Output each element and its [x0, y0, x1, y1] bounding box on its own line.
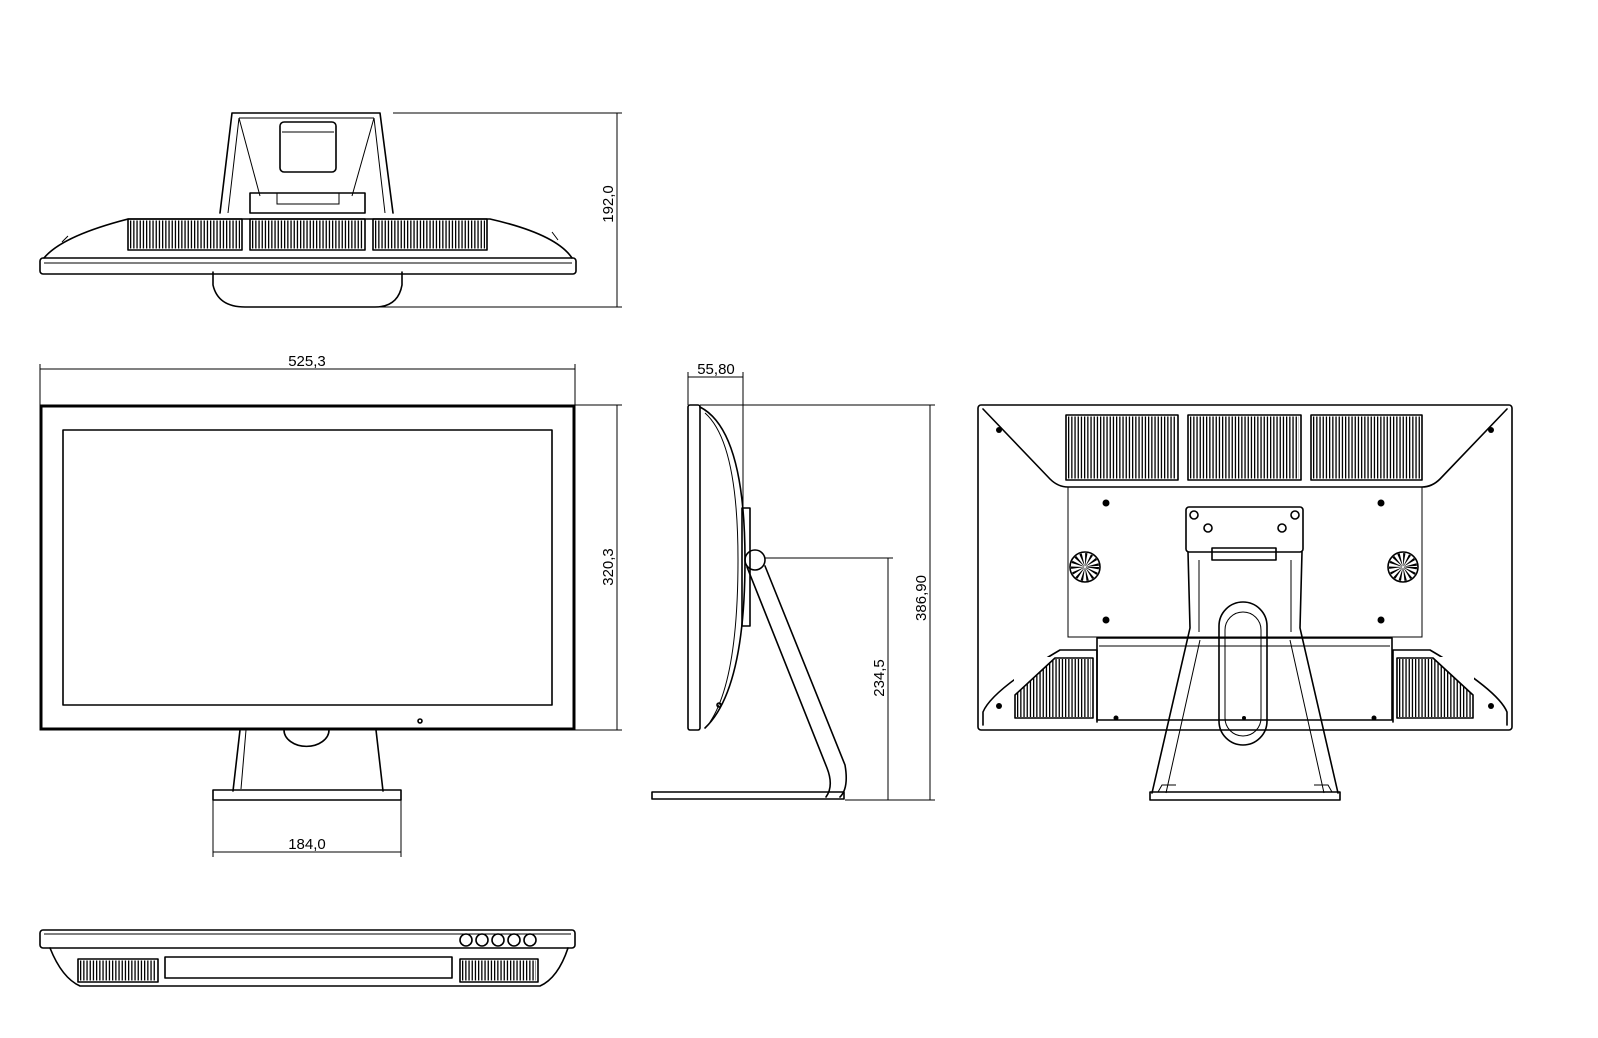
stand-hinge-block — [1211, 547, 1277, 561]
base-width-dimension: 184,0 — [212, 800, 402, 857]
corner-screw — [996, 703, 1002, 709]
thickness-dimension-label: 55,80 — [697, 361, 735, 378]
vesa-mount-plate — [741, 507, 751, 627]
mount-plate — [249, 192, 366, 214]
bottom-view — [39, 929, 576, 987]
lower-right-shell — [1392, 649, 1508, 726]
stand-cable-cutout — [283, 729, 330, 748]
stand-neck-inner-lines — [227, 117, 386, 214]
panel-back-inner — [704, 412, 739, 723]
front-view — [39, 404, 576, 801]
width-dimension-label: 525,3 — [288, 353, 326, 370]
shell-edge-tab — [61, 231, 559, 243]
display-bezel — [39, 404, 576, 731]
back-housing-outline — [977, 404, 1513, 731]
lower-left-vent — [1014, 657, 1094, 719]
stand-neck-back-inner — [1165, 560, 1325, 794]
overall-height-dimension: 386,90 — [700, 404, 935, 801]
width-dimension: 525,3 — [39, 353, 576, 405]
stand-base-back — [1149, 791, 1341, 801]
front-bezel — [39, 257, 577, 275]
stand-cable-slot — [1218, 601, 1268, 746]
mount-screw — [1189, 510, 1199, 520]
bottom-cover-panel — [164, 956, 453, 979]
power-led — [417, 718, 423, 724]
speaker-grille-left-texture — [1071, 553, 1099, 581]
cover-screw — [1371, 715, 1377, 721]
hinge-block — [279, 121, 337, 173]
corner-screw — [1488, 703, 1494, 709]
speaker-grille-left — [1069, 551, 1101, 583]
stand-foot-outline — [212, 271, 403, 308]
height-dimension-label: 320,3 — [600, 548, 617, 586]
vent-left — [127, 218, 243, 251]
panel-screw — [716, 702, 722, 708]
stand-neck-back — [1151, 551, 1339, 794]
top-view — [39, 112, 577, 308]
panel-screw — [1377, 616, 1385, 624]
panel-screw — [1102, 616, 1110, 624]
depth-dimension-label: 192,0 — [600, 185, 617, 223]
mount-screw — [1277, 523, 1287, 533]
control-button — [523, 933, 537, 947]
control-button — [459, 933, 473, 947]
mount-screw — [1203, 523, 1213, 533]
back-shell-outline — [43, 218, 573, 259]
stand-arm — [746, 565, 847, 798]
mount-plate-inner — [276, 192, 340, 205]
stand-base-side — [651, 791, 845, 800]
pivot-height-dimension-label: 234,5 — [871, 659, 888, 697]
pivot-height-dimension: 234,5 — [765, 557, 893, 800]
back-vent-right — [1310, 414, 1423, 481]
bottom-vent-right — [459, 958, 539, 983]
stand-base-front — [212, 789, 402, 801]
stand-neck-front — [232, 729, 384, 792]
depth-dimension: 192,0 — [380, 112, 622, 308]
corner-screw — [1488, 427, 1494, 433]
overall-height-dimension-label: 386,90 — [913, 575, 930, 621]
lower-left-shell — [982, 649, 1098, 726]
display-screen — [62, 429, 553, 706]
cover-screw — [1113, 715, 1119, 721]
vent-center — [249, 218, 366, 251]
stand-neck-inner — [240, 729, 247, 790]
stand-base-feet — [1157, 784, 1333, 793]
bottom-bezel — [39, 929, 576, 949]
base-width-dimension-label: 184,0 — [288, 836, 326, 853]
lower-center-cover — [1096, 637, 1393, 721]
back-vent-center — [1187, 414, 1302, 481]
stand-mount-plate — [1185, 506, 1304, 553]
height-dimension: 320,3 — [575, 404, 622, 731]
speaker-grille-right — [1387, 551, 1419, 583]
tilt-hinge — [744, 549, 766, 571]
mount-screw — [1290, 510, 1300, 520]
bottom-vent-left — [77, 958, 159, 983]
control-button — [507, 933, 521, 947]
side-view — [651, 404, 847, 800]
stand-neck-outline — [219, 112, 394, 214]
stand-cable-slot-inner — [1224, 611, 1262, 737]
stand-screw — [1242, 716, 1246, 720]
bottom-shell-outline — [49, 947, 569, 987]
back-center-panel — [1067, 486, 1423, 638]
control-button — [475, 933, 489, 947]
corner-screw — [996, 427, 1002, 433]
panel-screw — [1377, 499, 1385, 507]
thickness-dimension: 55,80 — [687, 361, 744, 510]
back-vent-left — [1065, 414, 1179, 481]
lower-right-vent — [1396, 657, 1474, 719]
back-view — [977, 404, 1513, 801]
speaker-grille-right-texture — [1389, 553, 1417, 581]
panel-front-face — [687, 404, 701, 731]
control-button — [491, 933, 505, 947]
vent-right — [372, 218, 488, 251]
panel-screw — [1102, 499, 1110, 507]
